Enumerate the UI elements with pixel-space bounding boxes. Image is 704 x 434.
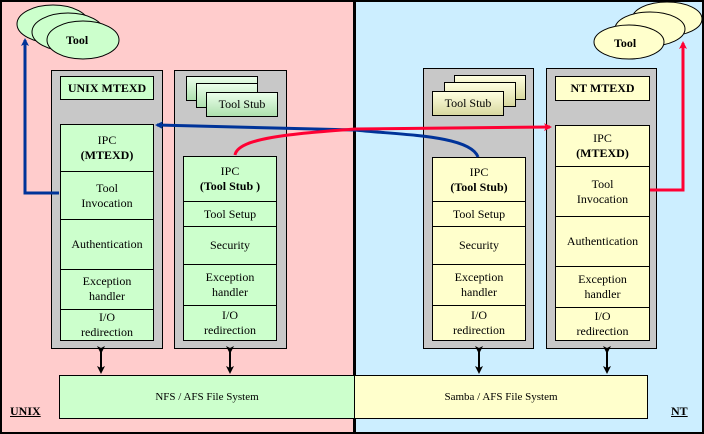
nt-stub-layer-setup: Tool Setup	[433, 202, 525, 227]
nt-file-system: Samba / AFS File System	[354, 375, 648, 419]
nt-mtexd-layer-auth: Authentication	[556, 217, 649, 267]
nt-stub-container: Tool Stub IPC(Tool Stub) Tool Setup Secu…	[423, 68, 534, 349]
layer-text: redirection	[81, 325, 133, 339]
layer-text: Invocation	[576, 191, 629, 206]
unix-mtexd-layer-auth: Authentication	[61, 220, 153, 270]
layer-text: Exception	[454, 270, 504, 284]
layer-text: IPC	[97, 133, 117, 148]
layer-text-bold: (MTEXD)	[80, 148, 134, 163]
layer-text: Exception	[82, 274, 132, 289]
unix-stub-stack: IPC(Tool Stub ) Tool Setup Security Exce…	[183, 156, 277, 341]
layer-text: I/O	[222, 308, 238, 322]
region-divider	[353, 0, 356, 434]
layer-text: I/O	[99, 310, 115, 324]
layer-text: Authentication	[566, 234, 639, 248]
layer-text: Invocation	[81, 195, 133, 210]
layer-text: Security	[459, 238, 499, 252]
unix-tool-label: Tool	[66, 33, 89, 47]
layer-text: IPC	[220, 164, 240, 178]
nt-mtexd-title: NT MTEXD	[555, 76, 650, 101]
layer-text: handler	[89, 289, 125, 304]
unix-file-system: NFS / AFS File System	[59, 375, 355, 419]
layer-text: Exception	[205, 270, 255, 284]
nt-stub-layer-ipc: IPC(Tool Stub)	[433, 158, 525, 202]
nt-tool-label: Tool	[614, 36, 637, 50]
unix-stub-layer-setup: Tool Setup	[184, 202, 276, 227]
layer-text: redirection	[453, 323, 505, 337]
layer-text: Tool Setup	[452, 206, 506, 221]
unix-stub-layer-ipc: IPC(Tool Stub )	[184, 157, 276, 202]
unix-stub-container: Tool Stub IPC(Tool Stub ) Tool Setup Sec…	[174, 70, 287, 349]
layer-text: I/O	[471, 308, 487, 322]
nt-region-label: NT	[671, 404, 688, 418]
layer-text-bold: (Tool Stub )	[199, 179, 261, 193]
unix-stub-layer-security: Security	[184, 227, 276, 265]
layer-text: redirection	[576, 324, 629, 338]
layer-text: handler	[461, 285, 497, 299]
unix-stub-card-front: Tool Stub	[206, 92, 278, 117]
layer-text: handler	[212, 285, 248, 299]
layer-text: Security	[210, 238, 250, 252]
layer-text: IPC	[469, 164, 489, 179]
layer-text-bold: (Tool Stub)	[450, 179, 508, 194]
layer-text-bold: (MTEXD)	[576, 146, 629, 160]
unix-region-label: UNIX	[10, 404, 41, 418]
layer-text: IPC	[593, 131, 612, 145]
layer-text: Authentication	[71, 237, 143, 252]
layer-text: Exception	[578, 272, 627, 286]
layer-text: Tool	[591, 176, 614, 191]
nt-stub-layer-security: Security	[433, 227, 525, 265]
nt-mtexd-layer-ipc: IPC(MTEXD)	[556, 126, 649, 167]
nt-stub-card-front: Tool Stub	[432, 91, 504, 116]
unix-mtexd-layer-ipc: IPC(MTEXD)	[61, 125, 153, 173]
layer-text: I/O	[594, 309, 611, 323]
nt-stub-stack: IPC(Tool Stub) Tool Setup Security Excep…	[432, 157, 526, 341]
layer-text: Tool	[96, 180, 118, 195]
unix-mtexd-title: UNIX MTEXD	[60, 76, 154, 100]
layer-text: redirection	[204, 323, 256, 337]
layer-text: Tool Setup	[203, 206, 257, 221]
layer-text: handler	[584, 287, 621, 301]
